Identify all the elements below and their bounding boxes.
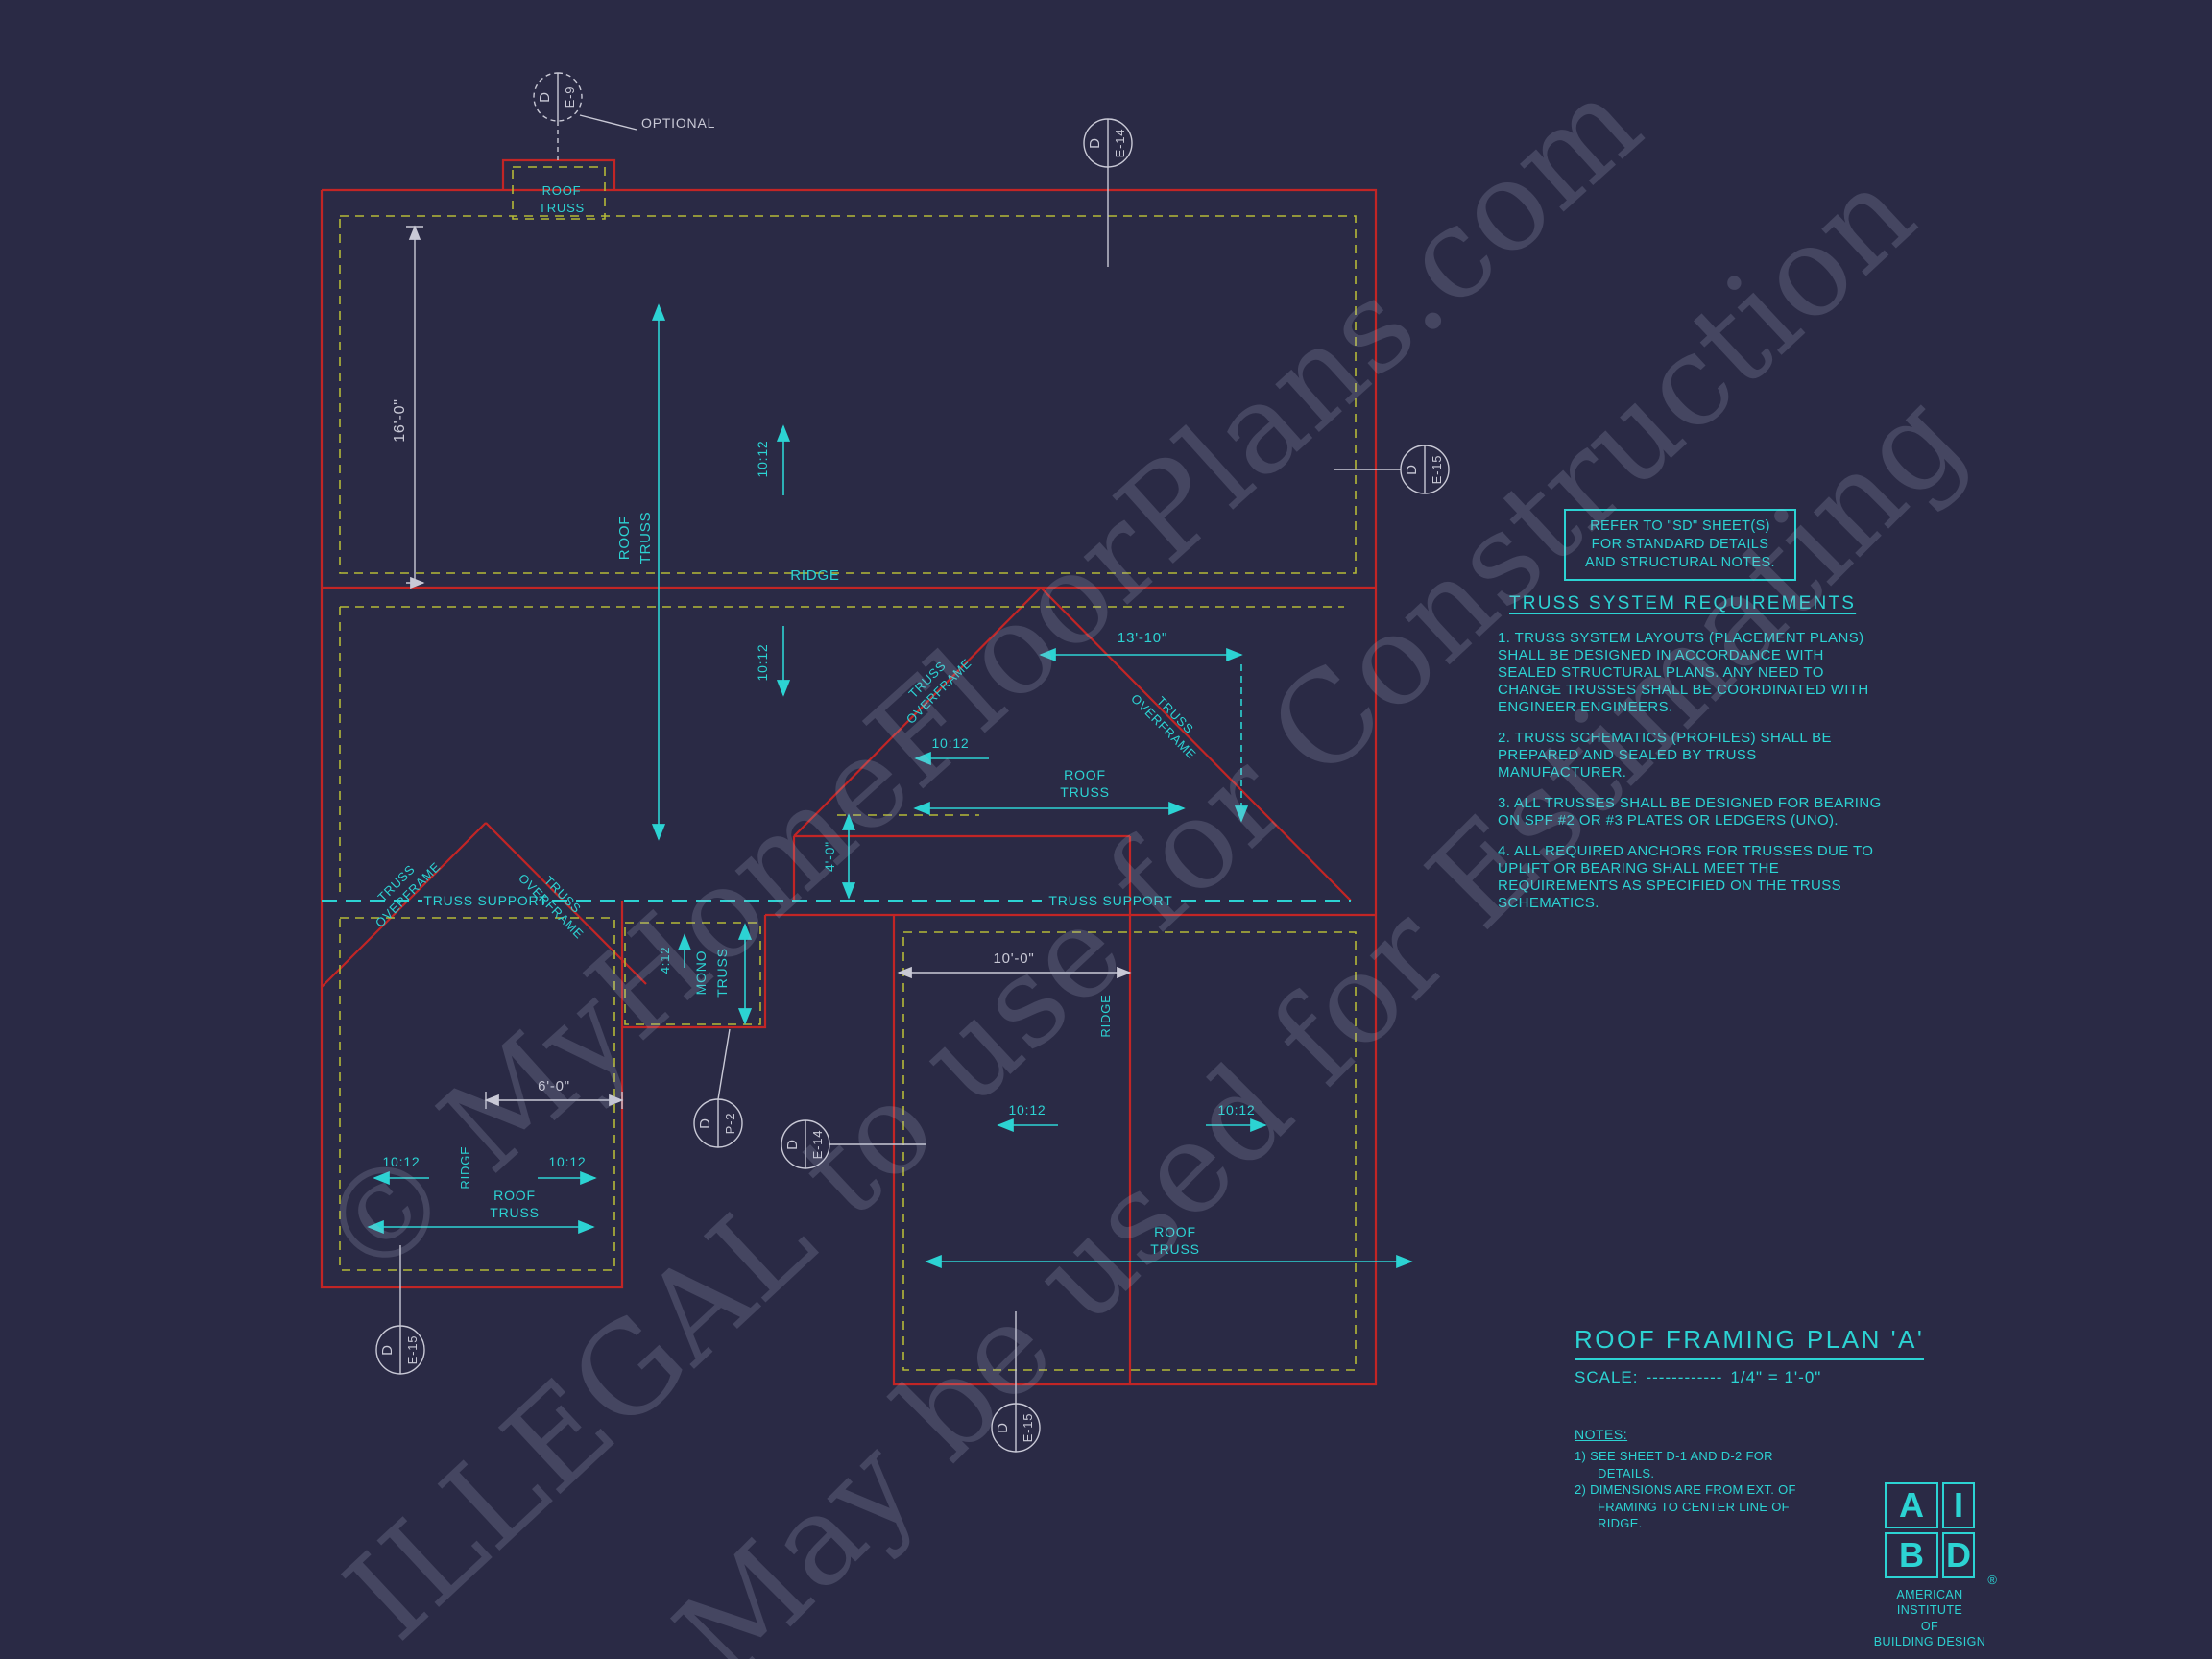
sd-note-line: AND STRUCTURAL NOTES. (1585, 554, 1775, 570)
callout-d-e15: D E-15 (375, 1325, 425, 1375)
callout-sheet-label: E-14 (810, 1130, 825, 1160)
callout-sheet-label: E-14 (1113, 129, 1127, 158)
dim-16-0: 16'-0" (392, 398, 408, 443)
truss-zones (339, 166, 1357, 1371)
roof-truss-label: TRUSS (1060, 784, 1109, 800)
dim-13-10: 13'-10" (1118, 630, 1167, 646)
slope-10-12: 10:12 (1217, 1102, 1255, 1118)
slope-4-12: 4:12 (658, 947, 672, 974)
dim-6-0: 6'-0" (538, 1078, 570, 1094)
truss-requirements: TRUSS SYSTEM REQUIREMENTS 1. TRUSS SYSTE… (1498, 593, 1882, 926)
roof-truss-label: TRUSS (637, 512, 654, 565)
dim-4-0: 4'-0" (822, 841, 837, 872)
slope-10-12: 10:12 (755, 643, 770, 681)
mono-truss-label: MONO (693, 950, 709, 996)
detail-callouts: D E-9 D E-14 D E-15 D P-2 (375, 72, 1450, 1453)
roof-truss-label: ROOF (616, 516, 633, 561)
callout-sheet-label: E-15 (405, 1335, 420, 1365)
scale-label: SCALE: (1575, 1368, 1639, 1386)
truss-overframe-label: TRUSS OVERFRAME (903, 656, 974, 727)
plan-title: ROOF FRAMING PLAN 'A' (1575, 1325, 1925, 1360)
callout-detail-letter: D (784, 1139, 801, 1150)
truss-support-label: TRUSS SUPPORT (1048, 893, 1172, 908)
truss-requirements-title: TRUSS SYSTEM REQUIREMENTS (1509, 593, 1857, 613)
callout-sheet-label: E-9 (563, 86, 577, 108)
sd-note-line: REFER TO "SD" SHEET(S) (1590, 518, 1770, 534)
dim-10-0: 10'-0" (993, 950, 1034, 967)
notes-title: NOTES: (1575, 1427, 1628, 1442)
callout-detail-letter: D (537, 91, 553, 103)
aibd-logo-grid: A I B D (1866, 1482, 1993, 1578)
callout-sheet-label: E-15 (1430, 455, 1444, 485)
note-item: 2) DIMENSIONS ARE FROM EXT. OF FRAMING T… (1575, 1482, 1796, 1531)
slope-10-12: 10:12 (755, 440, 770, 477)
logo-letter-i: I (1942, 1482, 1975, 1528)
mono-truss-label: TRUSS (714, 948, 730, 997)
callout-d-e14: D E-14 (781, 1119, 830, 1169)
scale-row: SCALE: ------------ 1/4" = 1'-0" (1575, 1368, 1924, 1387)
callout-detail-letter: D (379, 1344, 396, 1356)
roof-truss-label: ROOF (1064, 767, 1106, 782)
sd-note-line: FOR STANDARD DETAILS (1591, 536, 1769, 552)
roof-truss-label: TRUSS (1150, 1241, 1199, 1257)
slope-10-12: 10:12 (382, 1154, 420, 1169)
registered-mark: ® (1987, 1573, 1997, 1587)
roof-outline (320, 158, 1378, 1386)
aibd-org-name: AMERICAN INSTITUTE OF BUILDING DESIGN (1866, 1587, 1993, 1649)
requirement-item: 1. TRUSS SYSTEM LAYOUTS (PLACEMENT PLANS… (1498, 630, 1869, 715)
scale-dashes: ------------ (1646, 1368, 1723, 1386)
roof-truss-label: ROOF (542, 183, 582, 198)
callout-detail-letter: D (1404, 464, 1420, 475)
slope-10-12: 10:12 (931, 735, 969, 751)
note-item: 1) SEE SHEET D-1 AND D-2 FOR DETAILS. (1575, 1449, 1773, 1480)
truss-support-label: TRUSS SUPPORT (423, 893, 547, 908)
callout-d-e9: D E-9 (533, 72, 583, 122)
notes-block: NOTES: 1) SEE SHEET D-1 AND D-2 FOR DETA… (1575, 1427, 1832, 1532)
truss-overframe-label: TRUSS OVERFRAME (1128, 691, 1199, 762)
aibd-org-line: AMERICAN INSTITUTE (1896, 1588, 1963, 1618)
callout-detail-letter: D (995, 1422, 1011, 1433)
ridge-label: RIDGE (1098, 994, 1113, 1037)
title-block: ROOF FRAMING PLAN 'A' SCALE: -----------… (1575, 1325, 1925, 1387)
callout-sheet-label: E-15 (1021, 1413, 1035, 1443)
aibd-org-line: OF (1920, 1619, 1939, 1633)
aibd-org-line: BUILDING DESIGN (1873, 1634, 1986, 1648)
gray-dimensions: 16'-0" 6'-0" 10'-0" OPTIONAL (392, 114, 1132, 1109)
logo-letter-d: D (1942, 1532, 1975, 1578)
requirement-item: 3. ALL TRUSSES SHALL BE DESIGNED FOR BEA… (1498, 795, 1882, 829)
callout-d-e15: D E-15 (991, 1403, 1041, 1453)
roof-truss-label: ROOF (493, 1188, 536, 1203)
aibd-logo: A I B D ® AMERICAN INSTITUTE OF BUILDING… (1866, 1482, 1997, 1649)
callout-d-e14: D E-14 (1083, 118, 1133, 168)
roof-truss-label: TRUSS (490, 1205, 539, 1220)
requirement-item: 2. TRUSS SCHEMATICS (PROFILES) SHALL BE … (1498, 730, 1832, 781)
slope-10-12: 10:12 (1008, 1102, 1046, 1118)
requirement-item: 4. ALL REQUIRED ANCHORS FOR TRUSSES DUE … (1498, 843, 1874, 911)
optional-label: OPTIONAL (641, 115, 715, 131)
callout-detail-letter: D (697, 1118, 713, 1129)
slope-10-12: 10:12 (548, 1154, 586, 1169)
ridge-label: RIDGE (458, 1145, 472, 1189)
cyan-annotations: ROOF TRUSS ROOF TRUSS RIDGE 10:12 10:12 … (367, 183, 1413, 1269)
sd-note-box: REFER TO "SD" SHEET(S) FOR STANDARD DETA… (1564, 509, 1796, 581)
callout-detail-letter: D (1087, 137, 1103, 149)
scale-value: 1/4" = 1'-0" (1730, 1368, 1822, 1386)
ridge-label: RIDGE (790, 567, 840, 584)
roof-truss-label: TRUSS (539, 201, 585, 215)
truss-support-line: TRUSS SUPPORT TRUSS SUPPORT (322, 893, 1351, 908)
callout-d-p2: D P-2 (693, 1098, 743, 1148)
callout-sheet-label: P-2 (723, 1113, 737, 1135)
callout-d-e15: D E-15 (1400, 445, 1450, 494)
logo-letter-b: B (1885, 1532, 1938, 1578)
logo-letter-a: A (1885, 1482, 1938, 1528)
roof-truss-label: ROOF (1154, 1224, 1196, 1239)
